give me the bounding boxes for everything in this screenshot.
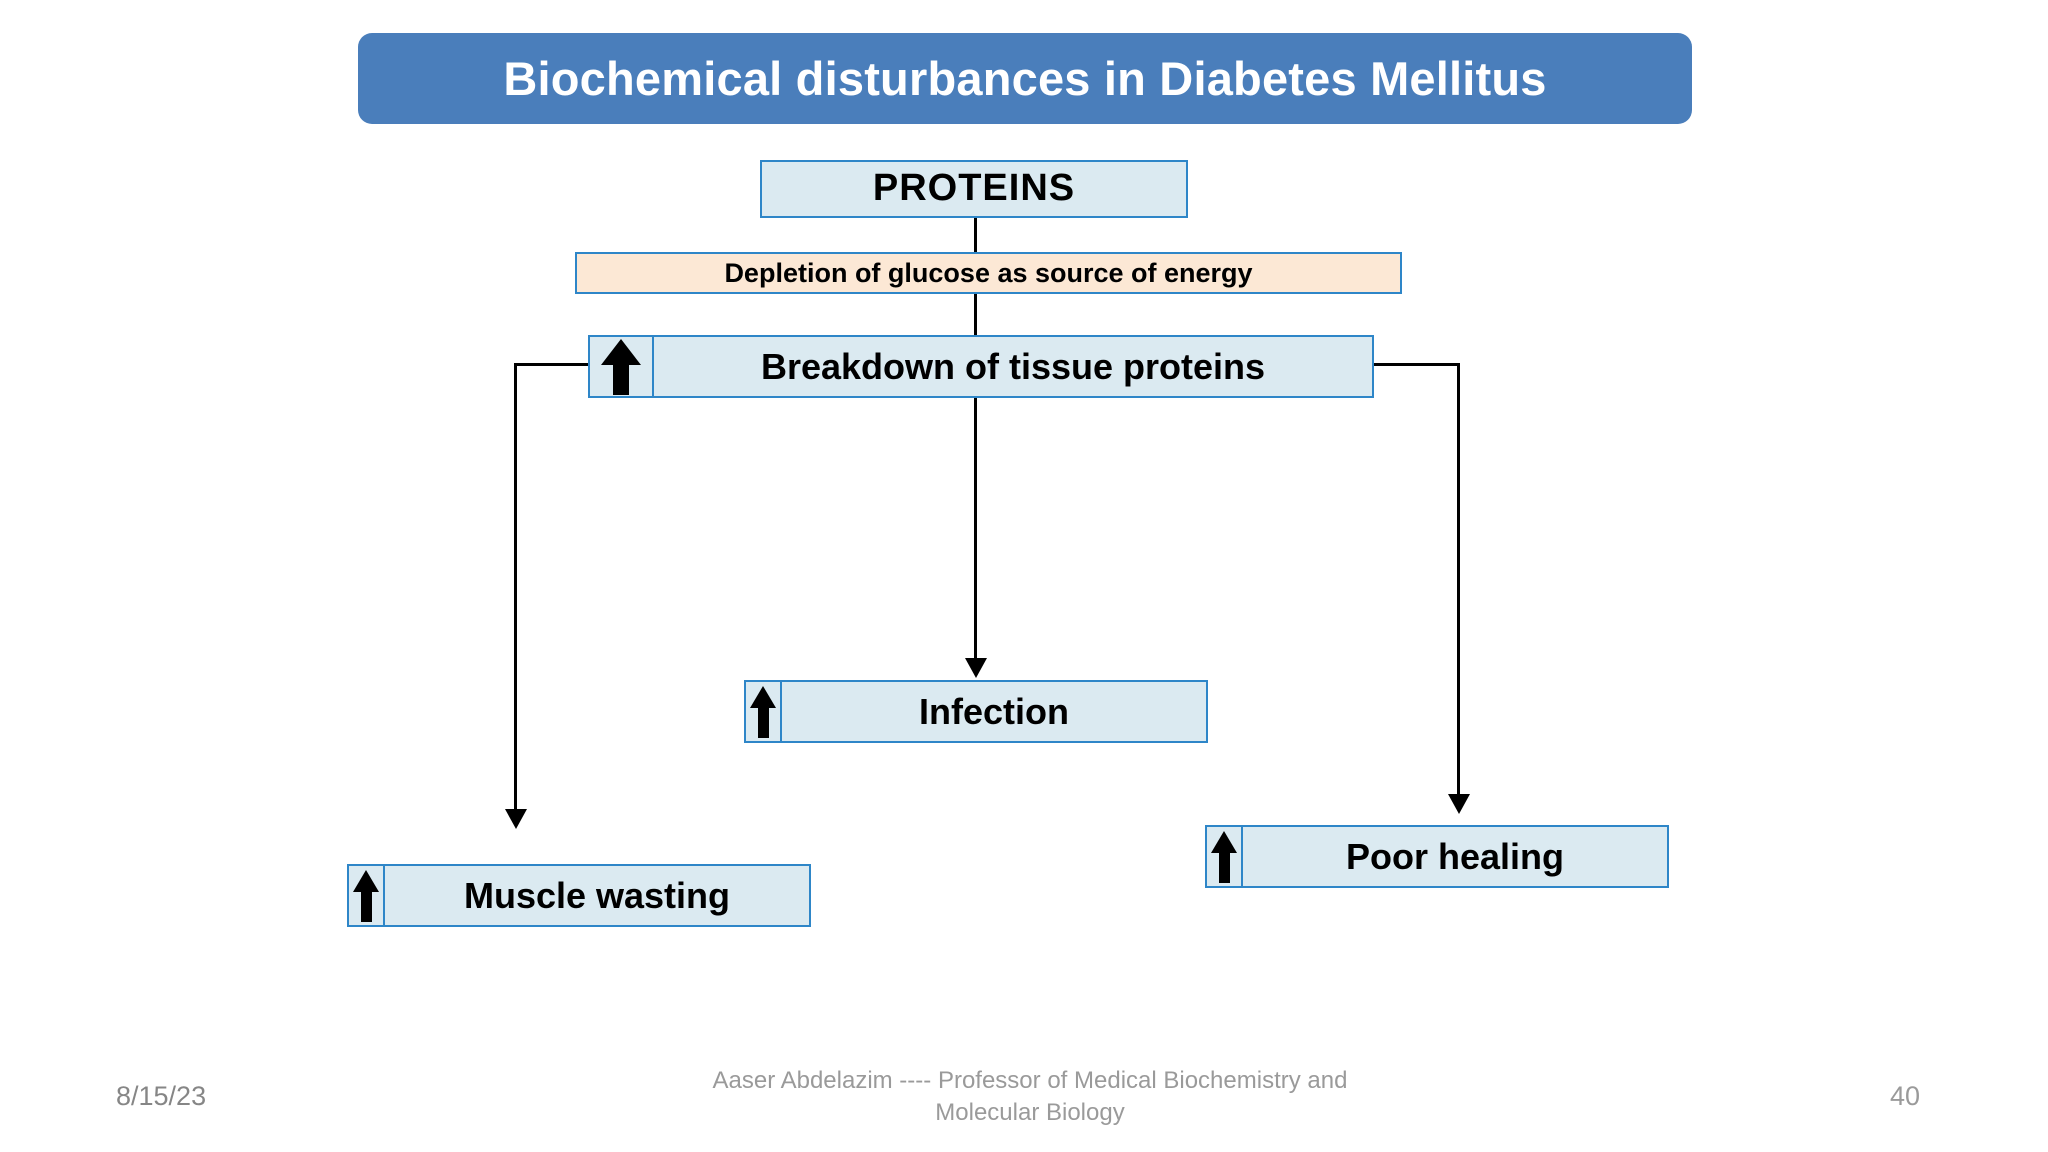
up-arrow-increase-icon xyxy=(601,338,641,395)
connector-depletion-to-breakdown xyxy=(974,294,977,336)
node-poor-healing-label-cell: Poor healing xyxy=(1243,827,1667,886)
node-breakdown-of-tissue-proteins-label: Breakdown of tissue proteins xyxy=(760,345,1266,387)
connector-breakdown-right-horizontal xyxy=(1372,363,1460,366)
up-arrow-increase-icon xyxy=(1211,830,1237,883)
node-muscle-wasting-label: Muscle wasting xyxy=(463,874,731,916)
node-proteins-label: PROTEINS xyxy=(872,167,1076,210)
node-infection[interactable]: Infection xyxy=(744,680,1208,743)
node-breakdown-label-cell: Breakdown of tissue proteins xyxy=(654,337,1372,396)
connector-proteins-to-depletion xyxy=(974,218,977,252)
up-arrow-increase-icon xyxy=(353,869,379,922)
up-arrow-increase-icon xyxy=(750,685,776,738)
footer-credit: Aaser Abdelazim ---- Professor of Medica… xyxy=(712,1067,1348,1127)
node-proteins[interactable]: PROTEINS xyxy=(760,160,1188,218)
connector-breakdown-left-horizontal xyxy=(514,363,592,366)
footer-page-number: 40 xyxy=(1890,1081,1921,1111)
node-infection-label: Infection xyxy=(919,690,1069,732)
node-muscle-wasting-label-cell: Muscle wasting xyxy=(385,866,809,925)
node-muscle-wasting[interactable]: Muscle wasting xyxy=(347,864,811,927)
node-poor-healing[interactable]: Poor healing xyxy=(1205,825,1669,888)
connector-breakdown-to-infection xyxy=(974,398,977,660)
node-depletion-of-glucose-label: Depletion of glucose as source of energy xyxy=(724,257,1253,288)
connector-breakdown-left-vertical xyxy=(514,363,517,811)
node-infection-arrow-cell xyxy=(746,682,782,741)
node-breakdown-arrow-cell xyxy=(590,337,654,396)
node-poor-healing-arrow-cell xyxy=(1207,827,1243,886)
connector-breakdown-right-vertical xyxy=(1457,363,1460,796)
page-title: Biochemical disturbances in Diabetes Mel… xyxy=(503,52,1547,105)
node-breakdown-of-tissue-proteins[interactable]: Breakdown of tissue proteins xyxy=(588,335,1374,398)
node-infection-label-cell: Infection xyxy=(782,682,1206,741)
node-depletion-of-glucose[interactable]: Depletion of glucose as source of energy xyxy=(575,252,1402,294)
arrowhead-to-muscle-wasting xyxy=(505,809,527,829)
arrowhead-to-poor-healing xyxy=(1448,794,1470,814)
arrowhead-breakdown-to-infection xyxy=(965,658,987,678)
node-poor-healing-label: Poor healing xyxy=(1345,835,1565,877)
node-muscle-wasting-arrow-cell xyxy=(349,866,385,925)
slide-title-bar: Biochemical disturbances in Diabetes Mel… xyxy=(358,33,1692,124)
footer-date: 8/15/23 xyxy=(116,1081,207,1111)
